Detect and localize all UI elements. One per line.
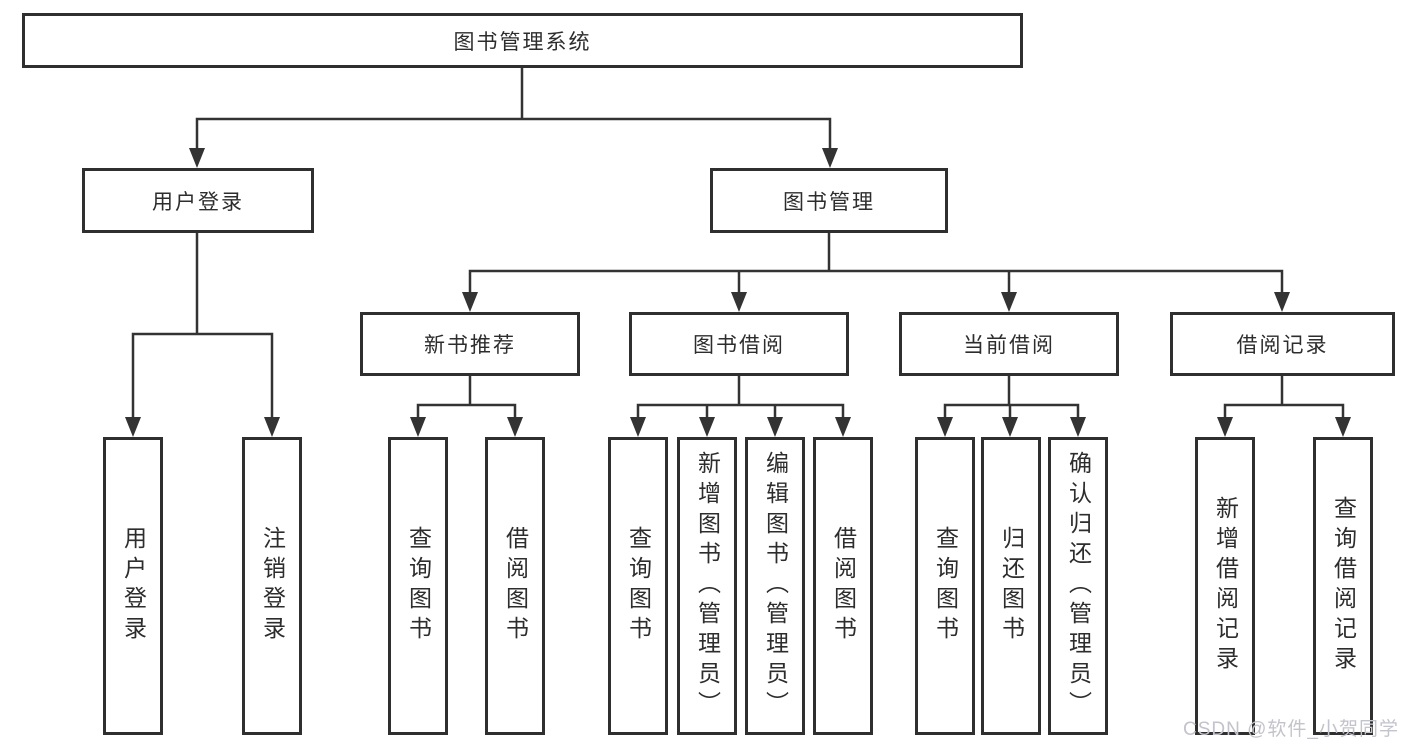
node-book-management: 图书管理	[710, 168, 948, 233]
node-new-book-recommendation: 新书推荐	[360, 312, 580, 376]
node-label: 新增借阅记录	[1212, 496, 1239, 676]
leaf-borrow-books-borrowing: 借阅图书	[813, 437, 873, 735]
node-label: 当前借阅	[963, 334, 1055, 357]
node-label: 确认归还（管理员）	[1065, 451, 1092, 721]
node-label: 借阅图书	[502, 526, 529, 646]
node-label: 注销登录	[259, 526, 286, 646]
node-label: 图书管理	[783, 190, 875, 214]
node-label: 查询借阅记录	[1330, 496, 1357, 676]
node-label: 用户登录	[120, 526, 147, 646]
leaf-return-book: 归还图书	[981, 437, 1041, 735]
node-label: 编辑图书（管理员）	[762, 451, 789, 721]
node-library-management-system: 图书管理系统	[22, 13, 1023, 68]
leaf-query-books-current: 查询图书	[915, 437, 975, 735]
leaf-borrow-books-recommend: 借阅图书	[485, 437, 545, 735]
leaf-query-borrow-record: 查询借阅记录	[1313, 437, 1373, 735]
node-label: 用户登录	[152, 190, 244, 214]
leaf-query-books-recommend: 查询图书	[388, 437, 448, 735]
leaf-add-book-admin: 新增图书（管理员）	[677, 437, 737, 735]
node-label: 新增图书（管理员）	[694, 451, 721, 721]
node-label: 借阅记录	[1236, 334, 1329, 357]
csdn-watermark: CSDN @软件_小贺同学	[1183, 719, 1399, 740]
node-label: 查询图书	[932, 526, 959, 646]
leaf-query-books-borrowing: 查询图书	[608, 437, 668, 735]
leaf-user-login: 用户登录	[103, 437, 163, 735]
node-label: 查询图书	[625, 526, 652, 646]
leaf-add-borrow-record: 新增借阅记录	[1195, 437, 1255, 735]
node-label: 归还图书	[998, 526, 1025, 646]
node-label: 借阅图书	[830, 526, 857, 646]
leaf-logout: 注销登录	[242, 437, 302, 735]
node-user-login: 用户登录	[82, 168, 314, 233]
leaf-confirm-return-admin: 确认归还（管理员）	[1048, 437, 1108, 735]
arrowheads	[125, 148, 1351, 437]
node-label: 图书借阅	[693, 334, 785, 357]
node-book-borrowing: 图书借阅	[629, 312, 849, 376]
node-current-borrowing: 当前借阅	[899, 312, 1119, 376]
node-label: 图书管理系统	[453, 30, 592, 54]
node-borrowing-records: 借阅记录	[1170, 312, 1395, 376]
leaf-edit-book-admin: 编辑图书（管理员）	[745, 437, 805, 735]
node-label: 查询图书	[405, 526, 432, 646]
node-label: 新书推荐	[424, 334, 516, 357]
